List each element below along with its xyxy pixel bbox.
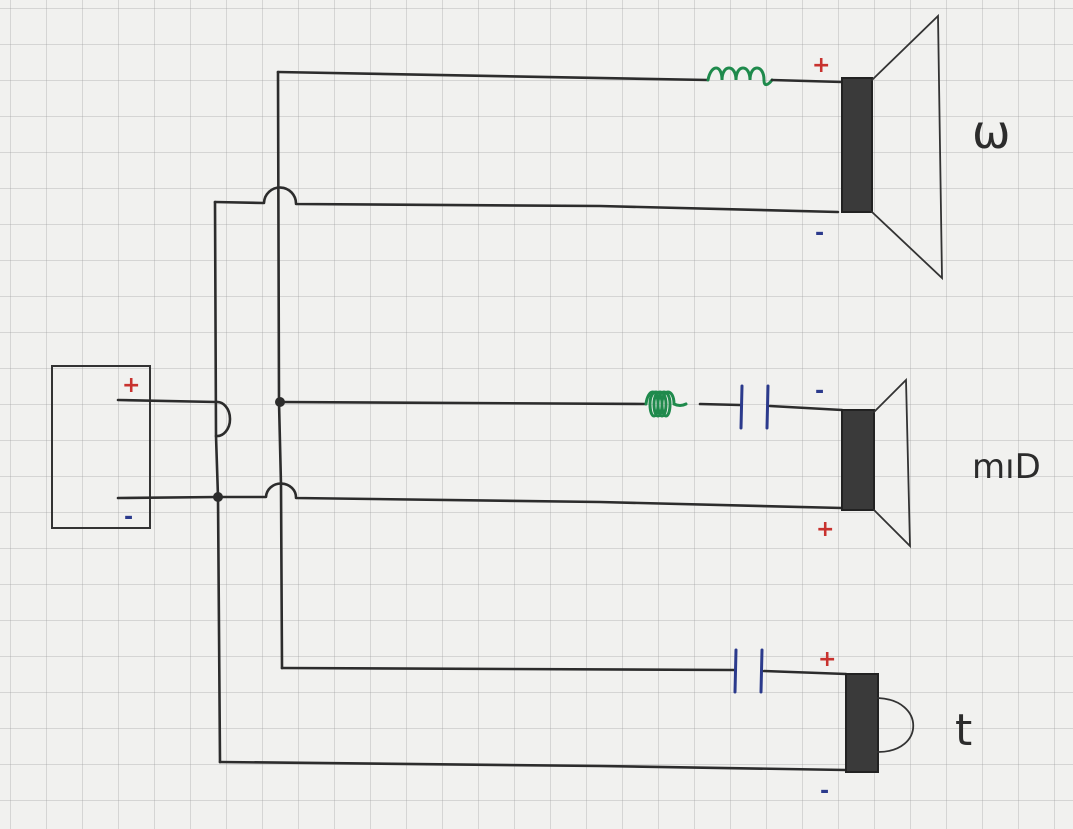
mid-plus-sign: +	[816, 517, 834, 542]
tweeter-minus-sign: -	[820, 779, 829, 804]
tweeter-negative-wire	[218, 760, 848, 772]
tweeter-cap-lead-right	[762, 669, 848, 676]
amplifier-box	[51, 365, 151, 529]
tweeter-positive-wire	[280, 666, 737, 672]
tweeter-plus-sign: +	[818, 647, 836, 672]
tweeter-dome	[877, 697, 914, 753]
positive-bus-wire	[276, 70, 284, 670]
mid-inductor	[644, 390, 688, 418]
tweeter-capacitor-plate-1	[733, 648, 738, 694]
tweeter-magnet	[845, 673, 879, 773]
woofer-label: ω	[972, 105, 1011, 159]
woofer-inductor	[706, 66, 774, 87]
mid-capacitor-plate-1	[739, 384, 744, 430]
mid-cap-lead-right	[768, 404, 844, 412]
amp-negative-output-wire	[116, 495, 220, 500]
amp-minus-sign: -	[124, 505, 133, 530]
negative-bus-wire	[213, 200, 222, 764]
tweeter-label: t	[955, 705, 972, 756]
mid-minus-sign: -	[815, 379, 824, 404]
mid-cap-lead-left	[698, 402, 742, 407]
mid-negative-wire	[216, 482, 844, 510]
mid-cone	[873, 377, 911, 549]
woofer-magnet	[841, 77, 873, 213]
woofer-positive-wire	[276, 70, 710, 82]
mid-capacitor-plate-2	[765, 384, 770, 430]
woofer-minus-sign: -	[815, 221, 824, 246]
woofer-positive-lead	[770, 78, 844, 84]
amp-positive-output-wire	[116, 398, 232, 438]
woofer-cone	[871, 13, 943, 281]
tweeter-capacitor-plate-2	[759, 648, 764, 694]
woofer-plus-sign: +	[812, 53, 830, 78]
mid-label: mıD	[972, 447, 1041, 487]
woofer-negative-wire	[213, 186, 840, 214]
mid-magnet	[841, 409, 875, 511]
mid-positive-wire	[278, 400, 648, 406]
amp-plus-sign: +	[122, 373, 140, 398]
